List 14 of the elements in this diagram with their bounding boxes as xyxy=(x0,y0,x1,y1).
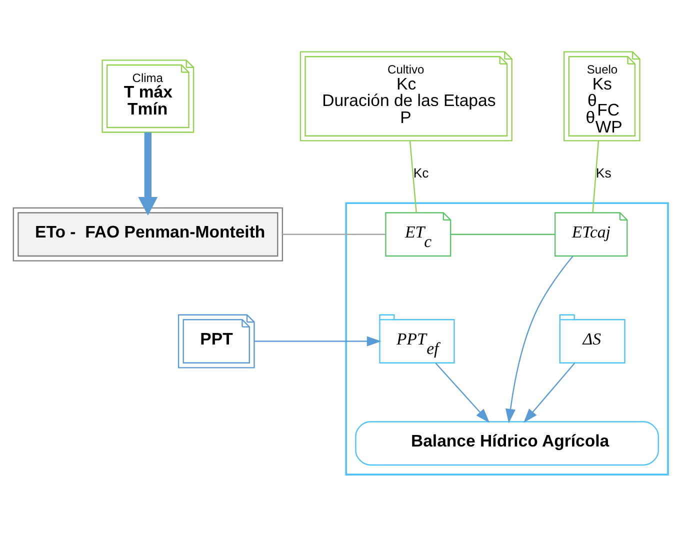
arrow xyxy=(506,256,574,424)
connector xyxy=(409,140,417,213)
arrow xyxy=(435,362,490,423)
connector xyxy=(450,234,555,235)
edge-label: Kc xyxy=(413,166,429,181)
node-box: Balance Hídrico Agrícola xyxy=(355,421,659,466)
edge-label: Ks xyxy=(596,166,612,181)
arrow xyxy=(524,362,576,423)
cluster xyxy=(345,202,669,476)
connector xyxy=(592,140,600,213)
node-box: ETo - FAO Penman-Monteith xyxy=(12,207,284,262)
connector xyxy=(282,234,386,235)
arrow xyxy=(138,132,158,216)
arrow xyxy=(254,336,382,346)
